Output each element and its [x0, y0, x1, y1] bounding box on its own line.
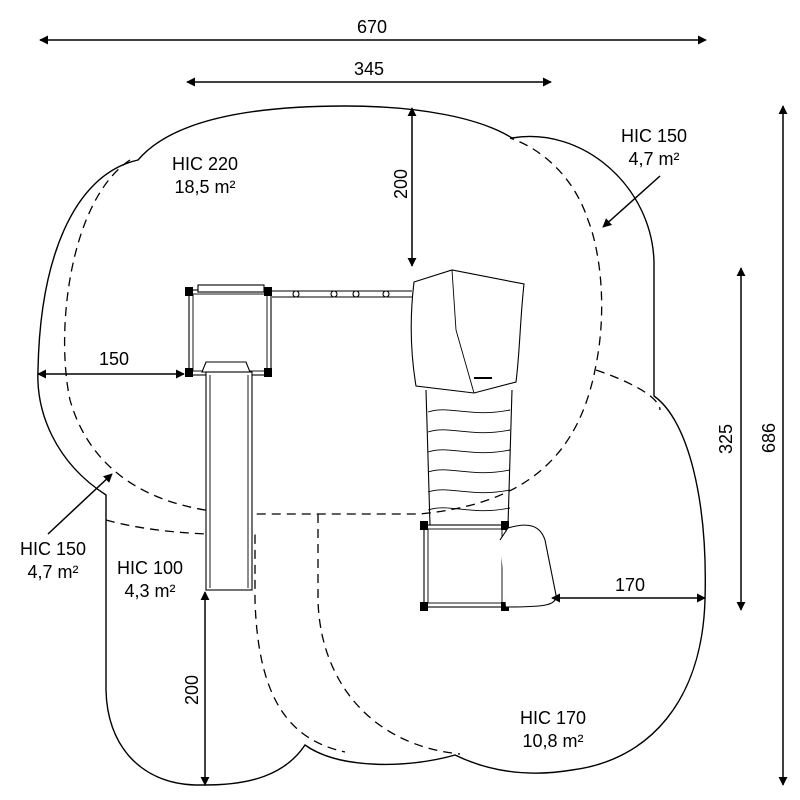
label-right-offset: 170 [615, 575, 645, 595]
impact-area-boundary-right [595, 369, 661, 411]
climbing-ladder [425, 389, 513, 526]
zone-hic150-right-label: HIC 150 [621, 126, 687, 146]
label-top-offset: 200 [391, 169, 411, 199]
rope-bridge [272, 290, 412, 298]
safety-area-outline [37, 105, 706, 786]
label-bottom-offset: 200 [182, 675, 202, 705]
zone-hic150-left-area: 4,7 m² [27, 562, 78, 582]
label-right-height: 325 [716, 424, 736, 454]
zone-hic150-right-area: 4,7 m² [628, 149, 679, 169]
impact-area-boundary-main [63, 137, 603, 515]
zone-hic220-label: HIC 220 [172, 154, 238, 174]
pointer-arrow-hic150-left [47, 473, 113, 535]
zone-hic150-left-label: HIC 150 [20, 539, 86, 559]
label-upper-width: 345 [354, 59, 384, 79]
right-platform [420, 521, 509, 611]
zone-hic220-area: 18,5 m² [174, 177, 235, 197]
slide [201, 361, 253, 591]
zone-hic100-area: 4,3 m² [124, 581, 175, 601]
zone-hic100-label: HIC 100 [117, 558, 183, 578]
impact-area-boundary-slide [105, 519, 346, 753]
zone-hic170-area: 10,8 m² [522, 731, 583, 751]
pointer-arrow-hic150-right [602, 175, 661, 228]
zone-hic170-label: HIC 170 [520, 708, 586, 728]
label-total-height: 686 [759, 423, 779, 453]
handrail [499, 524, 557, 608]
label-left-offset: 150 [99, 349, 129, 369]
right-tower-roof [410, 269, 525, 394]
label-total-width: 670 [357, 17, 387, 37]
